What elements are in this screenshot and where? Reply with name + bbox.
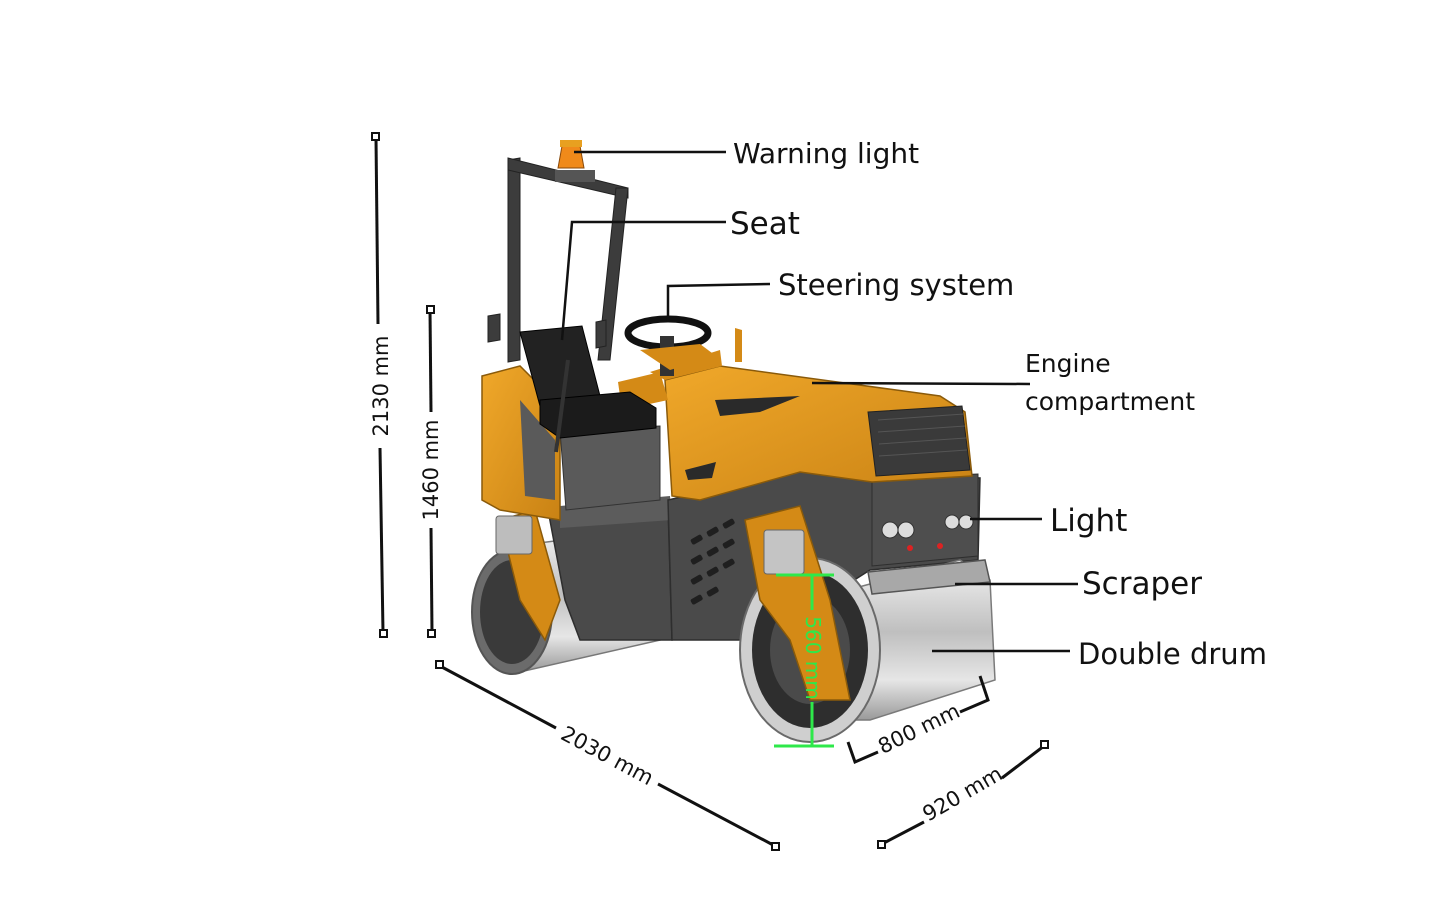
dim-label-seat-height: 1460 mm: [419, 419, 443, 520]
label-light: Light: [1050, 503, 1127, 539]
dim-label-overall-height: 2130 mm: [369, 335, 393, 436]
road-roller-illustration: [471, 140, 996, 743]
label-engine-line1: Engine: [1025, 349, 1111, 378]
front-lights-panel: [871, 473, 979, 567]
warning-light-lamp: [555, 140, 595, 182]
dimension-drum-diameter: 560 mm: [774, 573, 834, 748]
dim-label-overall-width: 920 mm: [919, 762, 1007, 827]
label-steering-system: Steering system: [778, 268, 1014, 302]
callout-steering-system: Steering system: [666, 268, 1014, 322]
dimension-length: 2030 mm: [435, 660, 780, 851]
label-seat: Seat: [730, 206, 800, 242]
dimension-seat-height: 1460 mm: [419, 305, 443, 638]
front-drum: [739, 505, 996, 743]
callout-warning-light: Warning light: [574, 137, 919, 170]
label-double-drum: Double drum: [1078, 637, 1267, 671]
callout-double-drum: Double drum: [932, 637, 1267, 671]
operator-seat: [519, 325, 657, 453]
label-warning-light: Warning light: [733, 137, 919, 170]
callout-light: Light: [970, 503, 1127, 539]
dimension-overall-height: 2130 mm: [369, 132, 393, 638]
dim-label-drum-diameter: 560 mm: [801, 616, 825, 700]
callout-seat: Seat: [560, 206, 800, 341]
dimension-overall-width: 920 mm: [877, 740, 1049, 849]
scraper-bar: [867, 559, 991, 595]
label-scraper: Scraper: [1082, 566, 1202, 602]
label-engine-line2: compartment: [1025, 387, 1195, 416]
callout-engine-compartment: Engine compartment: [811, 349, 1195, 416]
callout-scraper: Scraper: [955, 566, 1202, 602]
dim-label-length: 2030 mm: [557, 722, 657, 791]
